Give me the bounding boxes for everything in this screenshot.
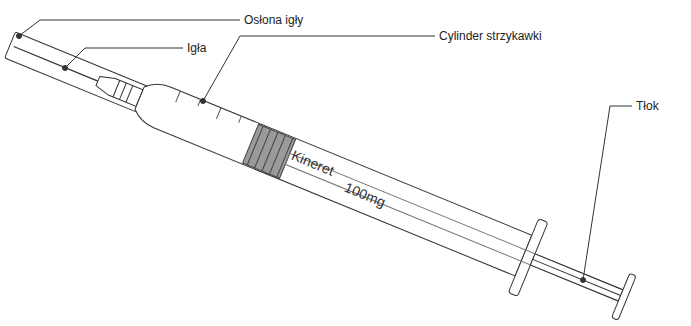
leader-dot	[581, 278, 586, 283]
syringe-barrel	[131, 78, 532, 276]
part-label: Tłok	[636, 99, 659, 113]
leader-dot	[201, 99, 206, 104]
part-label: Cylinder strzykawki	[439, 29, 542, 43]
part-label: Igła	[187, 41, 206, 55]
leader-dot	[17, 34, 22, 39]
leader-line	[203, 36, 435, 101]
stopper-rib	[247, 126, 263, 165]
needle	[14, 47, 98, 82]
plunger-rod	[530, 254, 622, 301]
needle-hub	[94, 73, 142, 107]
stopper-rib	[255, 129, 271, 168]
stopper-rib	[269, 135, 285, 174]
graduation-tick	[216, 108, 221, 119]
graduation-tick	[176, 91, 181, 102]
leader-line	[19, 20, 240, 36]
part-label: Osłona igły	[244, 13, 303, 27]
leader-line	[65, 48, 183, 68]
thumb-plate	[612, 273, 637, 320]
stopper-rib	[262, 132, 278, 171]
plunger-rod-inner	[285, 153, 623, 301]
leader-dot	[63, 66, 68, 71]
needle-shield	[5, 32, 154, 115]
leader-line	[583, 106, 632, 280]
graduation-tick	[239, 116, 242, 122]
plunger-stopper	[243, 124, 296, 178]
